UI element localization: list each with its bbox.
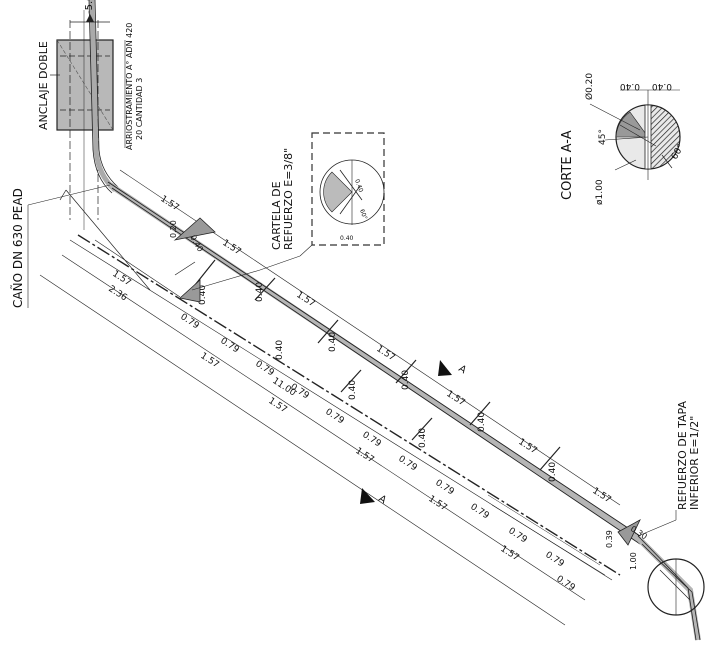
dim-079-f: 0.79 [360,430,382,449]
cartela-inset: 0.40 60° 0.40 [311,132,385,246]
dim-040-h: 0.40 [477,412,487,432]
dim-157-lower-d: 1.57 [353,446,375,465]
dim-157-lower-f: 1.57 [498,544,520,563]
main-pipe [107,181,701,641]
dim-079-a: 0.79 [178,312,200,331]
corte-dim-right: 0.40 [652,81,672,91]
dim-040-f: 0.40 [401,370,411,390]
arriostramiento-label-2: 20 CANTIDAD 3 [135,78,144,140]
section-arrow-a-lower-label: A [376,493,388,506]
dim-157-e: 1.57 [444,389,466,408]
dim-079-k: 0.79 [543,550,565,569]
refuerzo-tapa-label-1: REFUERZO DE TAPA [676,401,689,510]
section-arrow-a-upper: A [438,360,468,376]
elevation-label: -5.0 [84,0,95,14]
dim-040-a: 0.40 [198,285,208,305]
cartela-label-1: CARTELA DE [270,181,283,250]
corte-title: CORTE A-A [560,130,575,200]
dim-079-h: 0.79 [433,478,455,497]
dimension-texts: 1.57 1.57 1.57 1.57 1.57 1.57 1.57 1.57 … [106,194,612,593]
corte-dim-left: 0.40 [620,81,640,91]
dim-157-a: 1.57 [158,194,180,213]
dim-157-lower-e: 1.57 [426,494,448,513]
cano-label: CAÑO DN 630 PEAD [10,188,25,308]
tapa-cluster [487,494,606,576]
section-arrow-a-upper-label: A [456,363,468,376]
dim-079-j: 0.79 [506,526,528,545]
dim-040-g: 0.40 [418,428,428,448]
dim-040-b: 0.40 [255,282,265,302]
dim-079-c: 0.79 [253,359,275,378]
dim-157-lower-b: 1.57 [198,351,220,370]
inset-dim-c: 0.40 [340,235,354,242]
dim-157-g: 1.57 [590,486,612,505]
dim-040-e: 0.40 [348,380,358,400]
dim-157-c: 1.57 [294,290,316,309]
inset-dim-a: 0.40 [353,178,364,193]
cano-label-group: CAÑO DN 630 PEAD [10,184,111,308]
dim-040-d: 0.40 [328,332,338,352]
refuerzo-tapa-label-2: INFERIOR E=1/2" [688,416,701,510]
elevation-marker: -5.0 [70,0,110,23]
dim-079-i: 0.79 [468,502,490,521]
dimension-lines [39,169,621,626]
corte-dim-top: Ø0.20 [584,73,595,100]
anchor-block [56,10,114,230]
arriostramiento-label-1: ARRIOSTRAMIENTO A° ADN 420 [125,23,134,150]
dim-157-f: 1.57 [516,437,538,456]
anclaje-label-group: ANCLAJE DOBLE ARRIOSTRAMIENTO A° ADN 420… [37,23,144,150]
corte-section [589,89,681,180]
dim-079-b: 0.79 [218,336,240,355]
dim-040-c: 0.40 [275,340,285,360]
refuerzo-tapa-label-group: REFUERZO DE TAPA INFERIOR E=1/2" [637,401,701,537]
dim-157-b: 1.57 [220,238,242,257]
anclaje-label: ANCLAJE DOBLE [37,41,50,130]
cartela-label-2: REFUERZO E=3/8" [282,148,295,250]
dim-079-e: 0.79 [323,407,345,426]
dim-079-l: 0.79 [554,574,576,593]
cartela-detail: 0.40 0.20 [169,217,216,303]
cartela-label-group: CARTELA DE REFUERZO E=3/8" [191,148,313,291]
corte-dim-angle-a: 45° [598,129,608,145]
section-arrow-a-lower: A [360,488,388,506]
stiffeners [194,259,561,471]
tapa-dim-100: 1.00 [629,552,638,570]
tapa-detail: 0.30 0.39 1.00 [605,519,705,616]
cartela-dim-h: 0.20 [169,220,178,238]
dim-157-lower-c: 1.57 [266,396,288,415]
support-beam [59,189,621,581]
dim-040-i: 0.40 [548,462,558,482]
tapa-dim-039: 0.39 [605,530,614,548]
inset-dim-b: 60° [358,208,368,220]
dim-157-d: 1.57 [374,344,396,363]
corte-dim-bottom: ø1.00 [595,179,605,205]
stiffener-labels: 0.40 0.40 0.40 0.40 0.40 0.40 0.40 0.40 … [198,282,558,482]
